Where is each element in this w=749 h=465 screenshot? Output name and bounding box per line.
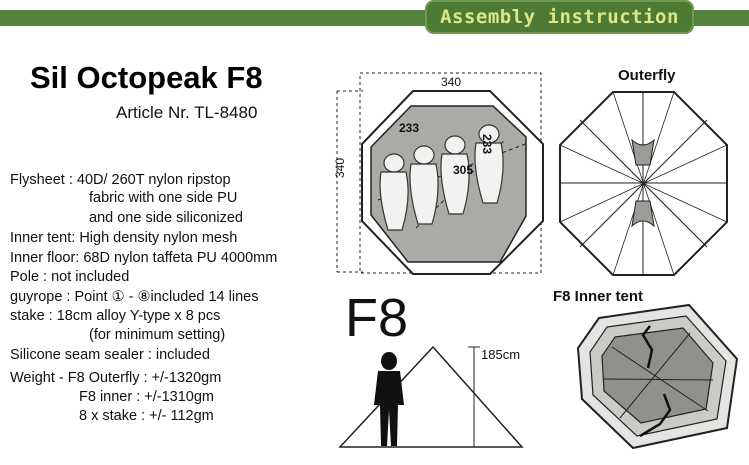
outerfly-vent-bottom — [631, 200, 655, 228]
outerfly-vent-top — [631, 138, 655, 166]
inner-seam-3 — [602, 378, 714, 381]
spec-pole: Pole : not included — [10, 269, 130, 285]
spec-weight-1: Weight - F8 Outerfly : +/-1320gm — [10, 370, 222, 386]
spec-flysheet-2: fabric with one side PU — [89, 190, 238, 206]
spec-sealer: Silicone seam sealer : included — [10, 347, 210, 363]
floor-plan-diagram — [336, 72, 544, 275]
article-number: Article Nr. TL-8480 — [116, 103, 258, 122]
side-triangle — [338, 345, 524, 448]
spec-inner-tent: Inner tent: High density nylon mesh — [10, 230, 238, 246]
header-label: Assembly instruction — [440, 6, 679, 28]
height-dimension-label: 340 — [333, 157, 347, 178]
spec-inner-floor: Inner floor: 68D nylon taffeta PU 4000mm — [10, 250, 278, 266]
inner-tent-floor — [601, 327, 714, 424]
spec-guyrope: guyrope : Point ① - ⑧included 14 lines — [10, 289, 259, 305]
spec-stake-2: (for minimum setting) — [89, 327, 226, 343]
floor-outer-dashed — [359, 72, 542, 274]
side-view-diagram — [338, 345, 524, 448]
spec-weight-3: 8 x stake : +/- 112gm — [79, 408, 214, 424]
tent-height-label: 185cm — [481, 347, 521, 362]
width-dimension-label: 340 — [441, 75, 462, 89]
outerfly-rib-e4 — [559, 144, 728, 223]
inner-seam-2 — [619, 332, 691, 419]
spec-flysheet-3: and one side siliconized — [89, 210, 243, 226]
inner-tent-diagram — [576, 303, 739, 450]
inner-width-label: 233 — [399, 121, 420, 135]
spec-stake-1: stake : 18cm alloy Y-type x 8 pcs — [10, 308, 221, 324]
inner-door-zip-1 — [641, 325, 654, 369]
person-silhouette — [374, 352, 404, 446]
model-label: F8 — [345, 288, 409, 348]
inner-height-label: 233 — [480, 134, 494, 155]
inner-door-zip-2 — [639, 393, 672, 438]
outerfly-title: Outerfly — [618, 67, 676, 84]
sleeping-persons — [379, 124, 504, 231]
inner-tent-title: F8 Inner tent — [553, 288, 644, 305]
diagonal-label: 305 — [453, 163, 474, 177]
header-tab: Assembly instruction — [425, 0, 694, 34]
inner-seam-1 — [611, 346, 709, 412]
product-title: Sil Octopeak F8 — [30, 60, 263, 95]
outerfly-diagram — [559, 91, 728, 276]
spec-flysheet-1: Flysheet : 40D/ 260T nylon ripstop — [10, 172, 231, 188]
spec-weight-2: F8 inner : +/-1310gm — [79, 389, 215, 405]
